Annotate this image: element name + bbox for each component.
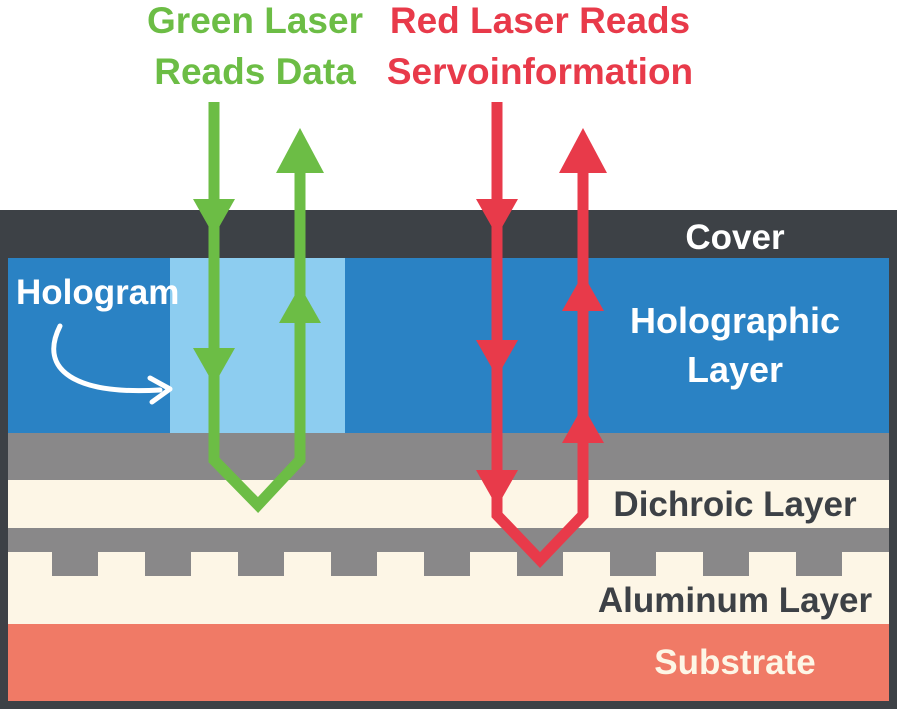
- red-arrow-up: [559, 128, 607, 173]
- red-laser-beam: [476, 102, 607, 568]
- pit-strip: [8, 528, 889, 552]
- pit: [424, 552, 470, 576]
- substrate-label: Substrate: [654, 643, 815, 682]
- green-beam-label-line1: Green Laser: [147, 0, 363, 41]
- green-laser-beam: [193, 102, 324, 513]
- cover-label: Cover: [685, 218, 785, 257]
- red-beam-label-line1: Red Laser Reads: [390, 0, 690, 41]
- substrate-layer: [8, 624, 889, 701]
- red-beam-label-line2: Servoinformation: [387, 51, 693, 92]
- green-arrow-down: [193, 348, 235, 385]
- pit: [331, 552, 377, 576]
- green-beam-path: [208, 102, 306, 513]
- red-arrow-down: [476, 470, 518, 507]
- green-beam-label-line2: Reads Data: [154, 51, 356, 92]
- aluminum-layer-label: Aluminum Layer: [598, 581, 873, 620]
- red-arrow-up: [562, 274, 604, 311]
- hologram-label: Hologram: [16, 273, 179, 312]
- holographic-layer-label-line2: Layer: [687, 349, 783, 390]
- green-arrow-up: [279, 286, 321, 323]
- pit: [52, 552, 98, 576]
- pit: [238, 552, 284, 576]
- hologram-region: [170, 258, 345, 433]
- pit: [145, 552, 191, 576]
- gap-layer: [8, 433, 889, 480]
- pit: [610, 552, 656, 576]
- pointer-curve: [51, 323, 163, 394]
- holographic-layer: [8, 258, 889, 433]
- dichroic-layer: [8, 480, 889, 528]
- red-beam-path: [491, 102, 589, 568]
- red-arrow-down: [476, 199, 518, 236]
- green-arrow-down: [193, 199, 235, 236]
- green-arrow-up: [276, 128, 324, 173]
- pit: [703, 552, 749, 576]
- pit: [796, 552, 842, 576]
- red-arrow-up: [562, 406, 604, 443]
- dichroic-layer-label: Dichroic Layer: [613, 485, 857, 524]
- pits: [52, 552, 842, 576]
- red-arrow-down: [476, 340, 518, 377]
- hologram-pointer-arrow: [51, 323, 173, 405]
- holographic-layer-label-line1: Holographic: [630, 300, 840, 341]
- pointer-head: [147, 375, 173, 405]
